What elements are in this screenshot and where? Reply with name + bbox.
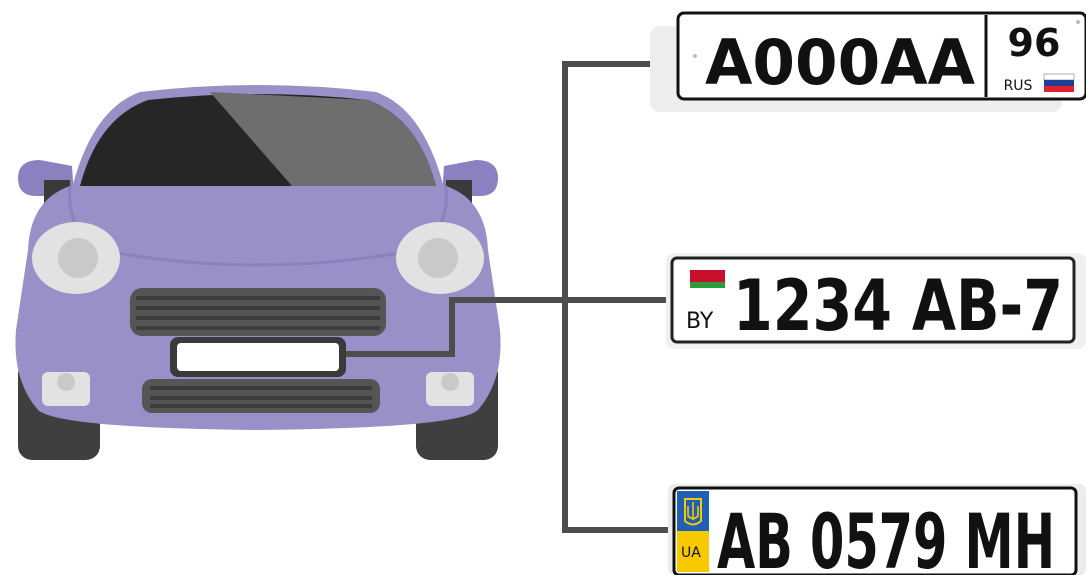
belarus-flag-icon [685, 270, 725, 288]
plate-ukraine: UA AB 0579 MH [668, 484, 1086, 575]
plate-belarus-number: 1234 AB-7 [733, 265, 1063, 347]
plate-russia-country-code: RUS [1004, 78, 1033, 94]
ukraine-trident-icon [684, 498, 702, 526]
plate-belarus: BY 1234 AB-7 [666, 253, 1086, 349]
plate-ukraine-country-code: UA [681, 545, 701, 561]
connector-lines [346, 61, 680, 533]
plate-russia-region: 96 [1008, 21, 1061, 65]
russia-flag-icon [1043, 73, 1075, 92]
plate-belarus-country-code: BY [686, 309, 714, 334]
plate-russia: A000AA 96 RUS [650, 11, 1086, 112]
plate-ukraine-number: AB 0579 MH [717, 497, 1055, 575]
car-front-icon [15, 85, 501, 460]
plate-russia-number: A000AA [705, 26, 975, 99]
